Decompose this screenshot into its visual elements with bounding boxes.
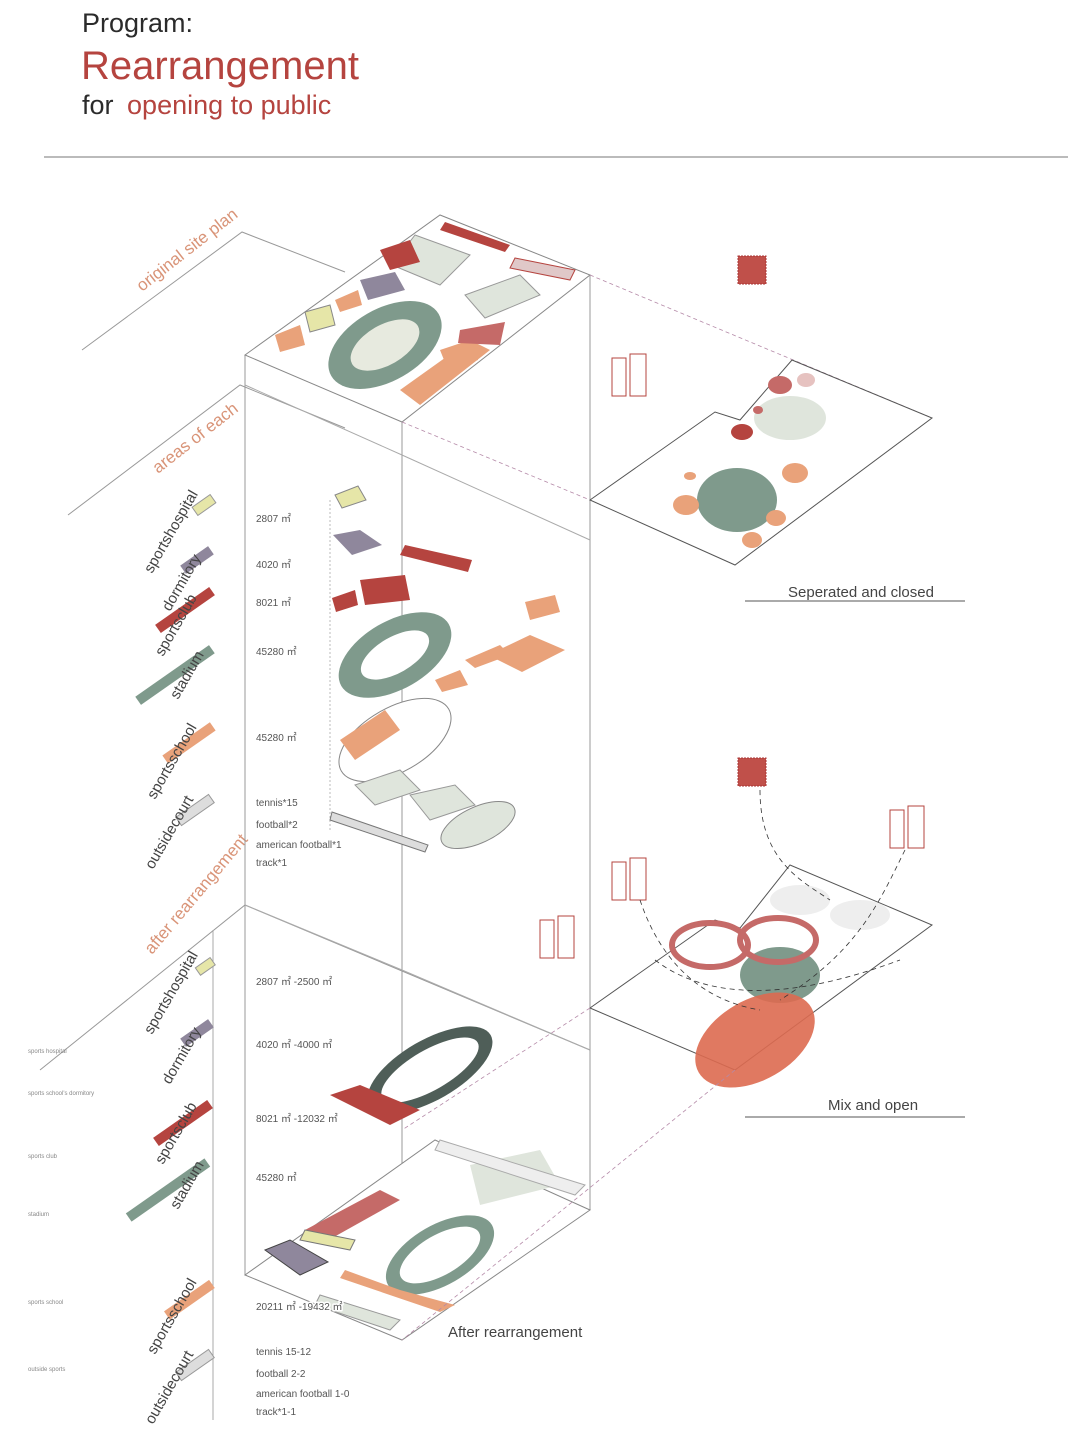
bars-before: sportshospital dormitory sportsclub stad… — [135, 487, 217, 872]
area-value: 45280 ㎡ — [256, 646, 297, 658]
subtitle-prefix: for — [82, 90, 114, 120]
area-value: 20211 ㎡ -19432 ㎡ — [256, 1301, 343, 1313]
label-original-site-plan: original site plan — [133, 205, 242, 296]
label-areas-of-each: areas of each — [149, 399, 242, 477]
bar-label: sportsclub — [152, 1099, 201, 1167]
open-plane — [588, 789, 934, 1088]
court-count: tennis*15 — [256, 798, 298, 809]
caption-after-plan: After rearrangement — [448, 1324, 583, 1341]
area-value: 2807 ㎡ -2500 ㎡ — [256, 976, 332, 988]
projection-line — [401, 1007, 591, 1131]
bars-after: sportshospital dormitory sportsclub stad… — [125, 948, 216, 1427]
areas-before: 2807 ㎡ 4020 ㎡ 8021 ㎡ 45280 ㎡ 45280 ㎡ ten… — [256, 513, 342, 869]
stamp-square-icon — [737, 757, 767, 787]
area-value: 8021 ㎡ -12032 ㎡ — [256, 1113, 338, 1125]
subtitle-rest: opening to public — [127, 90, 331, 120]
bar-label: outsidecourt — [142, 1347, 198, 1427]
program-heading: Program: — [82, 8, 193, 38]
legend-small: sports hospital sports school's dormitor… — [28, 1049, 94, 1373]
court-count: american football*1 — [256, 840, 342, 851]
court-count: track*1 — [256, 858, 288, 869]
closed-plane — [588, 359, 934, 566]
legend-item: outside sports — [28, 1367, 65, 1373]
original-site-plan — [275, 222, 576, 405]
bar-label: outsidecourt — [142, 792, 198, 872]
bar-label: sportsschool — [144, 1276, 201, 1357]
building-icon — [611, 857, 647, 901]
area-value: 45280 ㎡ — [256, 1172, 297, 1184]
bar-label: dormitory — [159, 1024, 205, 1087]
after-blocks — [263, 1026, 586, 1331]
area-value: 2807 ㎡ — [256, 513, 291, 525]
court-count: tennis 15-12 — [256, 1347, 311, 1358]
exploded-blocks — [329, 485, 565, 853]
bar-label: sportsschool — [144, 721, 201, 802]
caption-mix-open: Mix and open — [828, 1097, 918, 1114]
bar-label: sportshospital — [141, 948, 202, 1037]
projection-line — [401, 421, 591, 501]
section-line-original — [81, 231, 346, 351]
section-line-areas — [67, 384, 346, 516]
legend-item: sports school — [28, 1300, 63, 1306]
court-count: track*1-1 — [256, 1407, 296, 1418]
court-count: american football 1-0 — [256, 1389, 350, 1400]
stamp-square-icon — [737, 255, 767, 285]
legend-item: stadium — [28, 1212, 49, 1218]
projection-line — [401, 1069, 736, 1341]
area-value: 4020 ㎡ — [256, 559, 291, 571]
building-icon — [611, 353, 647, 397]
areas-after: 2807 ㎡ -2500 ㎡ 4020 ㎡ -4000 ㎡ 8021 ㎡ -12… — [255, 975, 352, 1420]
court-count: football*2 — [256, 820, 298, 831]
legend-item: sports school's dormitory — [28, 1091, 94, 1097]
area-value: 8021 ㎡ — [256, 597, 291, 609]
legend-item: sports hospital — [28, 1049, 67, 1055]
page-title: Rearrangement — [81, 44, 359, 88]
caption-separated-closed: Seperated and closed — [788, 584, 934, 601]
legend-item: sports club — [28, 1154, 58, 1160]
subtitle: for opening to public — [82, 90, 331, 120]
building-icon — [539, 915, 575, 959]
area-value: 4020 ㎡ -4000 ㎡ — [256, 1039, 332, 1051]
area-value: 45280 ㎡ — [256, 732, 297, 744]
court-count: football 2-2 — [256, 1369, 306, 1380]
building-icon — [889, 805, 925, 849]
